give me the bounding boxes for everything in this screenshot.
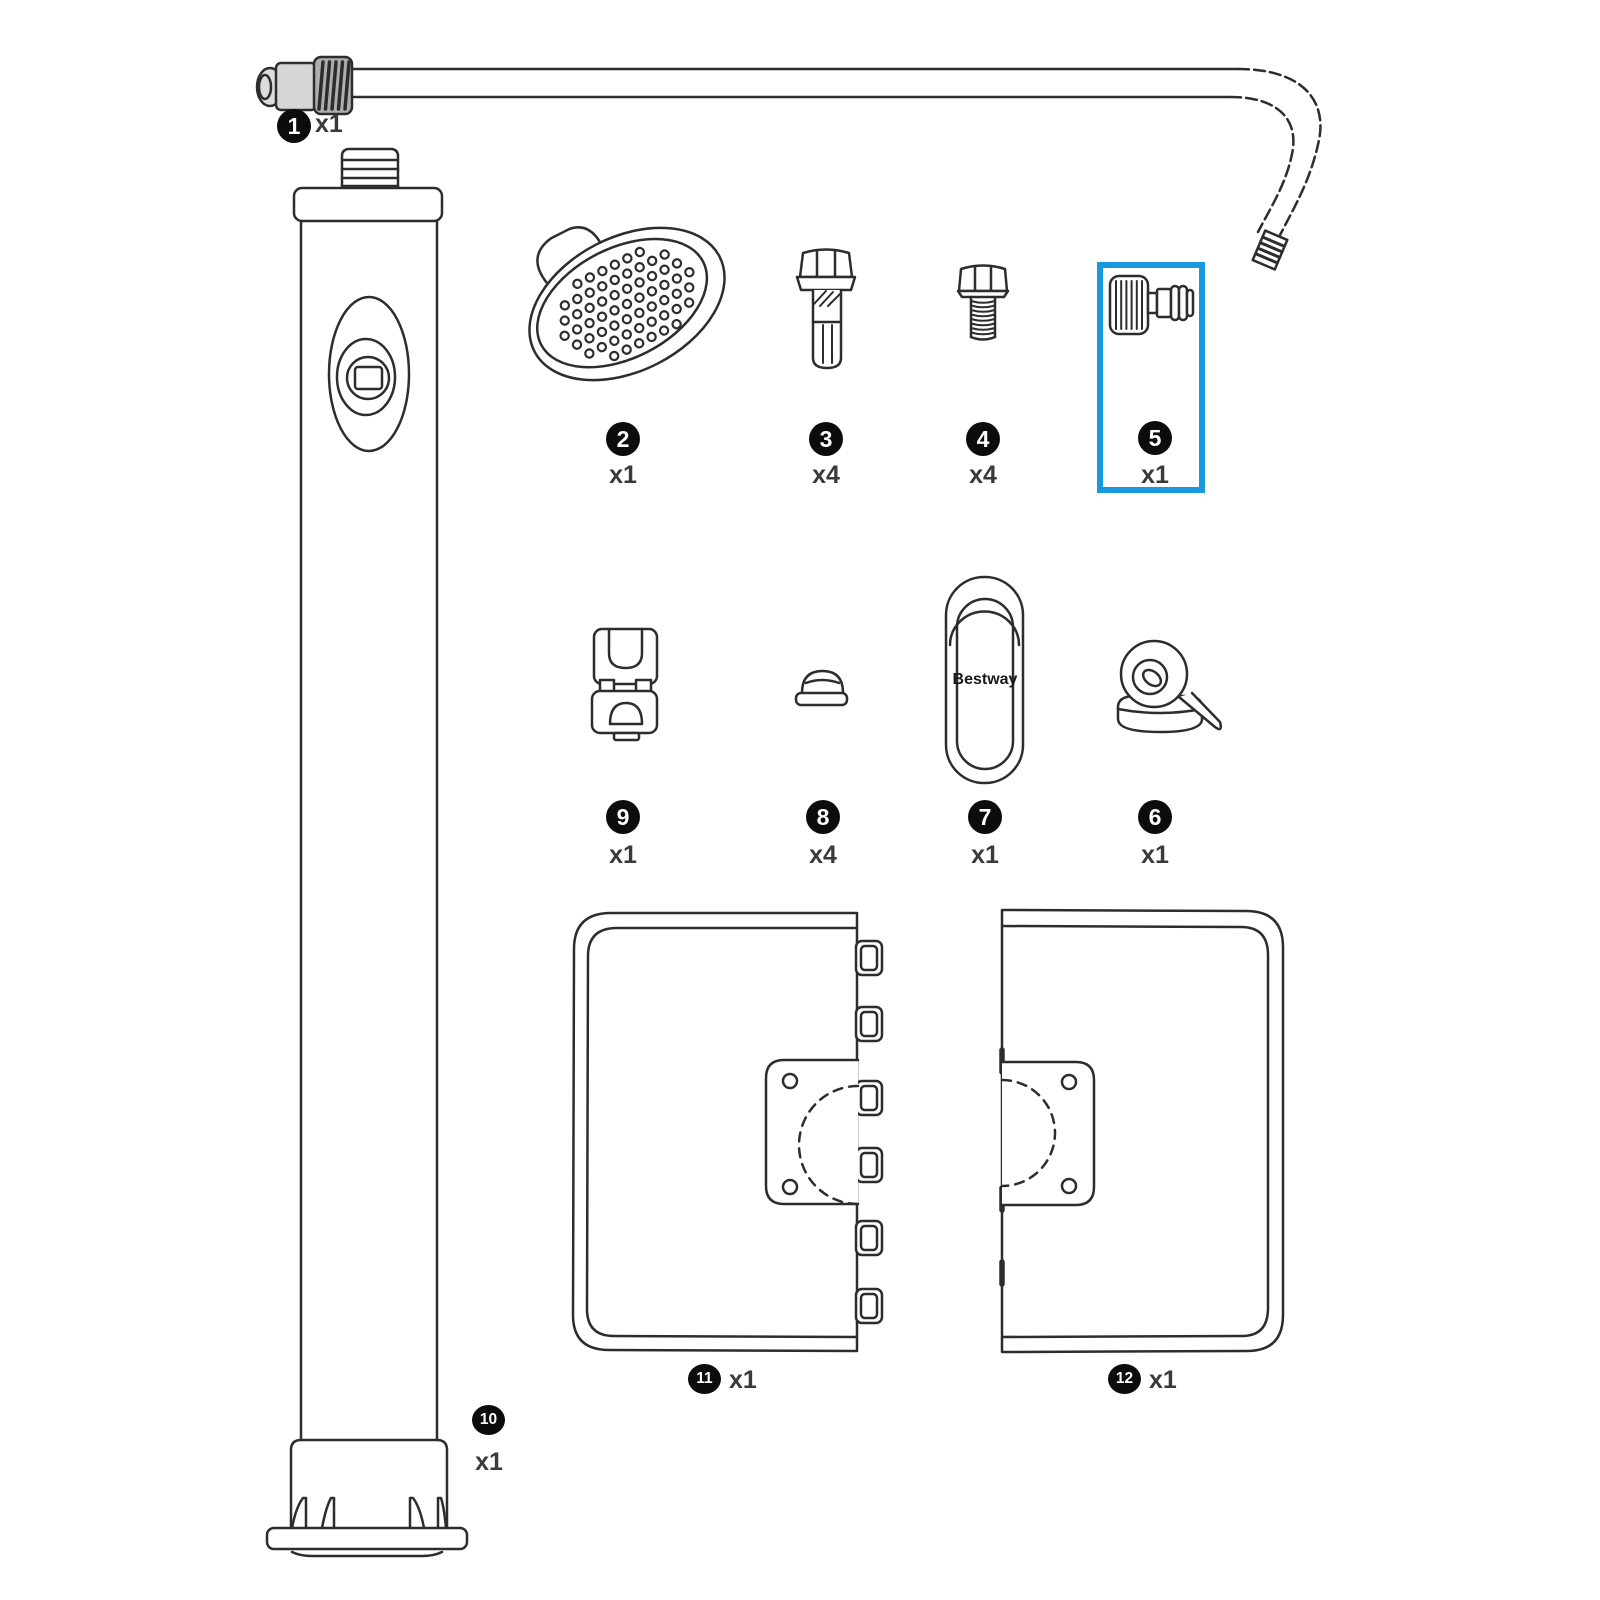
part-4-badge: 4 [966, 422, 1000, 456]
hose-nut-knurling [317, 60, 351, 111]
hinge-tabs [854, 939, 884, 1325]
part-6-badge: 6 [1138, 800, 1172, 834]
part-2-badge: 2 [606, 422, 640, 456]
part-2-qty: x1 [609, 461, 637, 489]
part-11-qty: x1 [729, 1366, 757, 1394]
part-1-badge: 1 [277, 109, 311, 143]
part-10-badge: 10 [472, 1405, 505, 1435]
part-7-qty: x1 [971, 841, 999, 869]
strap-drawing: Bestway [944, 575, 1025, 785]
part-5-qty: x1 [1141, 461, 1169, 489]
part-8-badge: 8 [806, 800, 840, 834]
shower-head-holes [559, 246, 695, 362]
part-7-badge: 7 [968, 800, 1002, 834]
adapter-knurling [1115, 280, 1143, 330]
part-12-badge: 12 [1108, 1364, 1141, 1394]
head-holder-drawing [590, 627, 659, 742]
hose-drawing [255, 55, 1322, 271]
part-11-badge: 11 [688, 1364, 721, 1394]
part-5-highlight-box[interactable] [1097, 262, 1205, 493]
cap-plug-drawing [794, 669, 849, 707]
part-5-badge: 5 [1138, 421, 1172, 455]
part-3-badge: 3 [809, 422, 843, 456]
strap-brand-text: Bestway [953, 671, 1018, 688]
part-4-qty: x4 [969, 461, 997, 489]
hose-threaded-tip [1251, 229, 1289, 271]
part-10-qty: x1 [475, 1448, 503, 1476]
seal-tape-drawing [1116, 639, 1223, 734]
part-9-qty: x1 [609, 841, 637, 869]
part-1-qty: x1 [315, 110, 343, 138]
part-6-qty: x1 [1141, 841, 1169, 869]
long-bolt-drawing [795, 248, 857, 370]
part-3-qty: x4 [812, 461, 840, 489]
tap-adapter-drawing [1108, 274, 1195, 336]
shower-head-drawing [528, 226, 726, 382]
short-bolt-threads [970, 300, 996, 336]
tank-column-drawing [265, 147, 469, 1558]
part-12-qty: x1 [1149, 1366, 1177, 1394]
part-8-qty: x4 [809, 841, 837, 869]
short-bolt-drawing [956, 264, 1010, 341]
left-panel-drawing [571, 911, 884, 1353]
part-9-badge: 9 [606, 800, 640, 834]
right-panel-drawing [999, 908, 1285, 1354]
